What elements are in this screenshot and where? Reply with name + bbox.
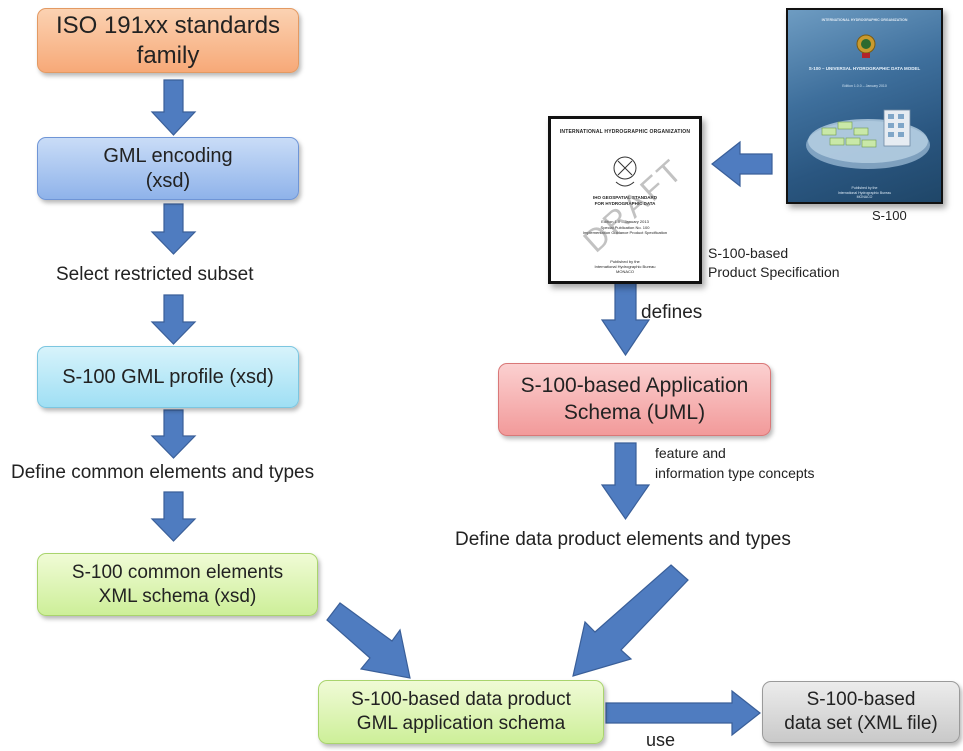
arrow-appschema-to-define: [600, 442, 651, 521]
gml-encoding-line1: GML encoding: [103, 144, 233, 167]
s100-cover-pub2: International Hydrographic Bureau: [837, 190, 892, 195]
spec-doc-pub3: MONACO: [616, 269, 634, 275]
s100-cover-art: [806, 34, 930, 169]
gml-profile-label: S-100 GML profile (xsd): [62, 365, 274, 388]
gml-encoding-line2: (xsd): [145, 169, 191, 192]
select-subset-label: Select restricted subset: [56, 264, 254, 285]
crest-icon: [856, 34, 876, 58]
define-product-label: Define data product elements and types: [455, 529, 791, 550]
arrow-gml-to-select: [150, 203, 197, 255]
s100-caption: S-100: [872, 208, 907, 223]
s100-cover-pub1: Published by the: [851, 186, 878, 190]
spec-doc-header: INTERNATIONAL HYDROGRAPHIC ORGANIZATION: [559, 129, 691, 135]
spec-doc-title2: FOR HYDROGRAPHIC DATA: [594, 200, 656, 206]
dataset-box: S-100-based data set (XML file): [762, 681, 960, 743]
s100-cover-subtitle: Edition 1.0.0 – January 2010: [842, 84, 887, 88]
spec-doc-title: IHO GEOSPATIAL STANDARD FOR HYDROGRAPHIC…: [551, 195, 699, 207]
arrow-define-to-common: [150, 491, 197, 542]
spec-doc-art: [613, 156, 637, 187]
gml-appschema-line1: S-100-based data product: [351, 689, 571, 711]
arrow-define-to-gmlschema: [572, 564, 689, 677]
spec-doc-title1: IHO GEOSPATIAL STANDARD: [593, 195, 657, 200]
iso-standards-line1: ISO 191xx standards: [55, 11, 281, 39]
spec-doc-publisher: Published by the International Hydrograp…: [551, 259, 699, 275]
use-label: use: [646, 730, 676, 750]
s100-cover-header: INTERNATIONAL HYDROGRAPHIC ORGANIZATION: [821, 18, 908, 22]
dataset-line1: S-100-based: [806, 689, 916, 711]
common-elements-line1: S-100 common elements: [71, 561, 284, 583]
gml-profile-box: S-100 GML profile (xsd): [37, 346, 299, 408]
appschema-uml-line1: S-100-based Application: [520, 374, 749, 398]
spec-doc-edition: Edition 1.0 – January 2013 Special Publi…: [551, 219, 699, 236]
iso-standards-box: ISO 191xx standards family: [37, 8, 299, 73]
product-spec-document: INTERNATIONAL HYDROGRAPHIC ORGANIZATION …: [548, 116, 702, 284]
s100-cover-title: S-100 – UNIVERSAL HYDROGRAPHIC DATA MODE…: [808, 66, 921, 71]
feature-concepts-line1: feature and: [655, 445, 726, 461]
building-icon: [883, 109, 911, 147]
arrow-iso-to-gml: [150, 79, 197, 136]
spec-doc-edition3: Implementation Guidance Product Specific…: [582, 230, 668, 236]
feature-concepts-line2: information type concepts: [655, 464, 815, 481]
product-spec-label: S-100-based Product Specification: [708, 244, 840, 282]
arrow-profile-to-define: [150, 409, 197, 459]
s100-cover-publisher: Published by the International Hydrograp…: [788, 186, 941, 200]
gml-appschema-line2: GML application schema: [356, 713, 566, 734]
gml-application-schema-box: S-100-based data product GML application…: [318, 680, 604, 744]
arrow-s100-to-spec: [711, 140, 773, 188]
spec-doc-edition2: Special Publication No. 100: [600, 224, 650, 230]
iso-standards-line2: family: [136, 41, 200, 69]
spec-doc-edition1: Edition 1.0 – January 2013: [601, 219, 649, 224]
define-common-label: Define common elements and types: [11, 462, 315, 483]
spec-doc-pub1: Published by the: [610, 259, 640, 264]
arrow-spec-to-appschema: [600, 282, 651, 357]
arrow-gmlschema-to-dataset: [605, 689, 761, 737]
s100-cover-pub3: MONACO: [856, 195, 873, 200]
arrow-common-to-gmlschema: [326, 602, 411, 679]
arrow-select-to-profile: [150, 294, 197, 345]
feature-concepts-label: feature and information type concepts: [655, 444, 815, 483]
product-spec-line2: Product Specification: [708, 263, 840, 280]
application-schema-uml-box: S-100-based Application Schema (UML): [498, 363, 771, 436]
gml-encoding-box: GML encoding (xsd): [37, 137, 299, 200]
spec-doc-pub2: International Hydrographic Bureau: [594, 264, 656, 270]
s100-cover-image: INTERNATIONAL HYDROGRAPHIC ORGANIZATION: [786, 8, 943, 204]
dataset-line2: data set (XML file): [784, 713, 938, 734]
appschema-uml-line2: Schema (UML): [563, 400, 706, 424]
defines-label: defines: [641, 302, 703, 323]
common-elements-box: S-100 common elements XML schema (xsd): [37, 553, 318, 616]
common-elements-line2: XML schema (xsd): [98, 585, 257, 607]
product-spec-line1: S-100-based: [708, 245, 789, 261]
iho-crest-icon: [613, 156, 637, 187]
